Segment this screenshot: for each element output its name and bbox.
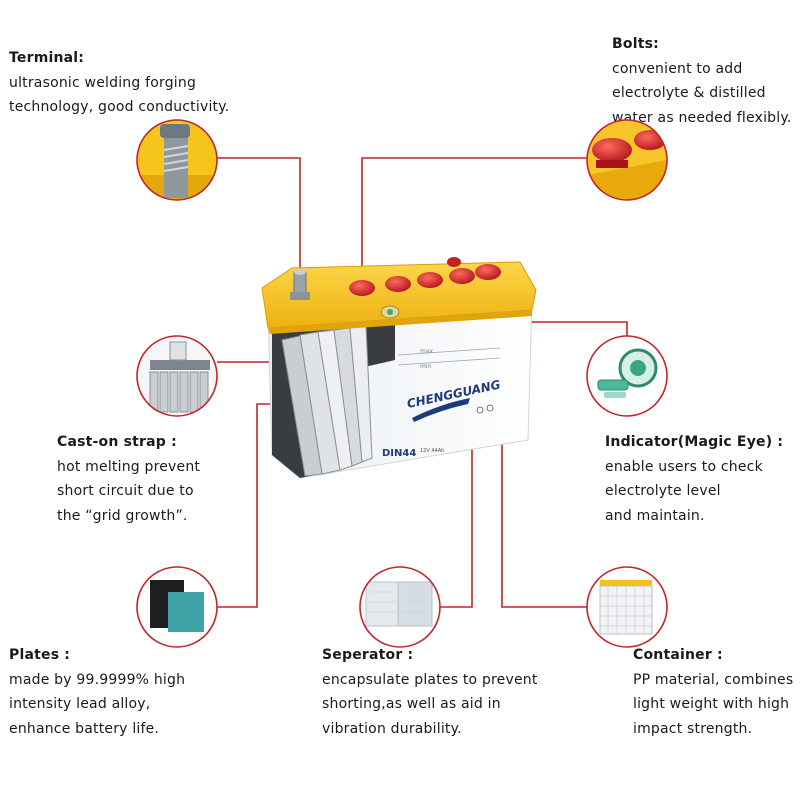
battery-magic-eye (380, 305, 400, 319)
terminal-title: Terminal: (9, 50, 85, 66)
terminal-post-icon (136, 119, 218, 201)
indicator-callout: Indicator(Magic Eye) : enable users to c… (605, 430, 783, 528)
separator-line-3: vibration durability. (322, 720, 462, 737)
indicator-line-1: enable users to check (605, 458, 763, 475)
container-callout: Container : PP material, combines light … (633, 643, 793, 741)
separator-line-1: encapsulate plates to prevent (322, 671, 538, 688)
bolts-title: Bolts: (612, 36, 659, 52)
vent-cap-icon (586, 119, 668, 201)
plates-line-3: enhance battery life. (9, 720, 160, 737)
plates-line-2: intensity lead alloy, (9, 696, 151, 712)
battery-illustration: max min CHENGGUANG DIN44 12V 44Ah (261, 257, 537, 479)
bolts-line-3: water as needed flexibly. (612, 109, 792, 126)
cast-on-strap-line-1: hot melting prevent (57, 458, 201, 475)
level-min-label: min (420, 363, 432, 370)
separator-title: Seperator : (322, 647, 414, 663)
cast-on-strap-callout: Cast-on strap : hot melting prevent shor… (57, 430, 200, 528)
battery-spec: 12V 44Ah (420, 448, 444, 454)
separator-leader (440, 372, 473, 608)
container-line-1: PP material, combines (633, 671, 794, 688)
magic-eye-icon (586, 335, 668, 417)
cast-on-strap-title: Cast-on strap : (57, 434, 177, 450)
separator-callout: Seperator : encapsulate plates to preven… (322, 643, 538, 741)
container-line-3: impact strength. (633, 720, 753, 737)
plates-line-1: made by 99.9999% high (9, 671, 186, 688)
container-grid-icon (586, 566, 668, 648)
plates-icon (136, 566, 218, 648)
terminal-leader (217, 157, 301, 282)
bolts-line-2: electrolyte & distilled (612, 85, 766, 101)
terminal-line-2: technology, good conductivity. (9, 99, 230, 115)
brand-swoosh (412, 398, 470, 422)
indicator-title: Indicator(Magic Eye) : (605, 434, 784, 450)
plates-title: Plates : (9, 647, 71, 663)
cast-on-strap-line-2: short circuit due to (57, 483, 194, 499)
indicator-line-3: and maintain. (605, 507, 705, 524)
separator-line-2: shorting,as well as aid in (322, 696, 501, 712)
indicator-line-2: electrolyte level (605, 483, 721, 499)
plates-callout: Plates : made by 99.9999% high intensity… (9, 643, 185, 741)
terminal-callout: Terminal: ultrasonic welding forging tec… (9, 46, 229, 120)
bolts-line-1: convenient to add (612, 60, 743, 77)
battery-terminal-post (290, 269, 310, 300)
vent-caps (349, 257, 501, 296)
container-title: Container : (633, 647, 723, 663)
battery-model: DIN44 (382, 448, 416, 459)
separator-sheets-icon (359, 566, 441, 648)
level-max-label: max (420, 348, 434, 355)
cast-on-strap-line-3: the “grid growth”. (57, 507, 188, 524)
terminal-line-1: ultrasonic welding forging (9, 74, 197, 91)
bolts-callout: Bolts: convenient to add electrolyte & d… (612, 32, 791, 130)
battery-plates (281, 325, 373, 477)
cast-strap-icon (136, 335, 218, 417)
container-line-2: light weight with high (633, 696, 790, 712)
bolts-leader (361, 157, 587, 288)
